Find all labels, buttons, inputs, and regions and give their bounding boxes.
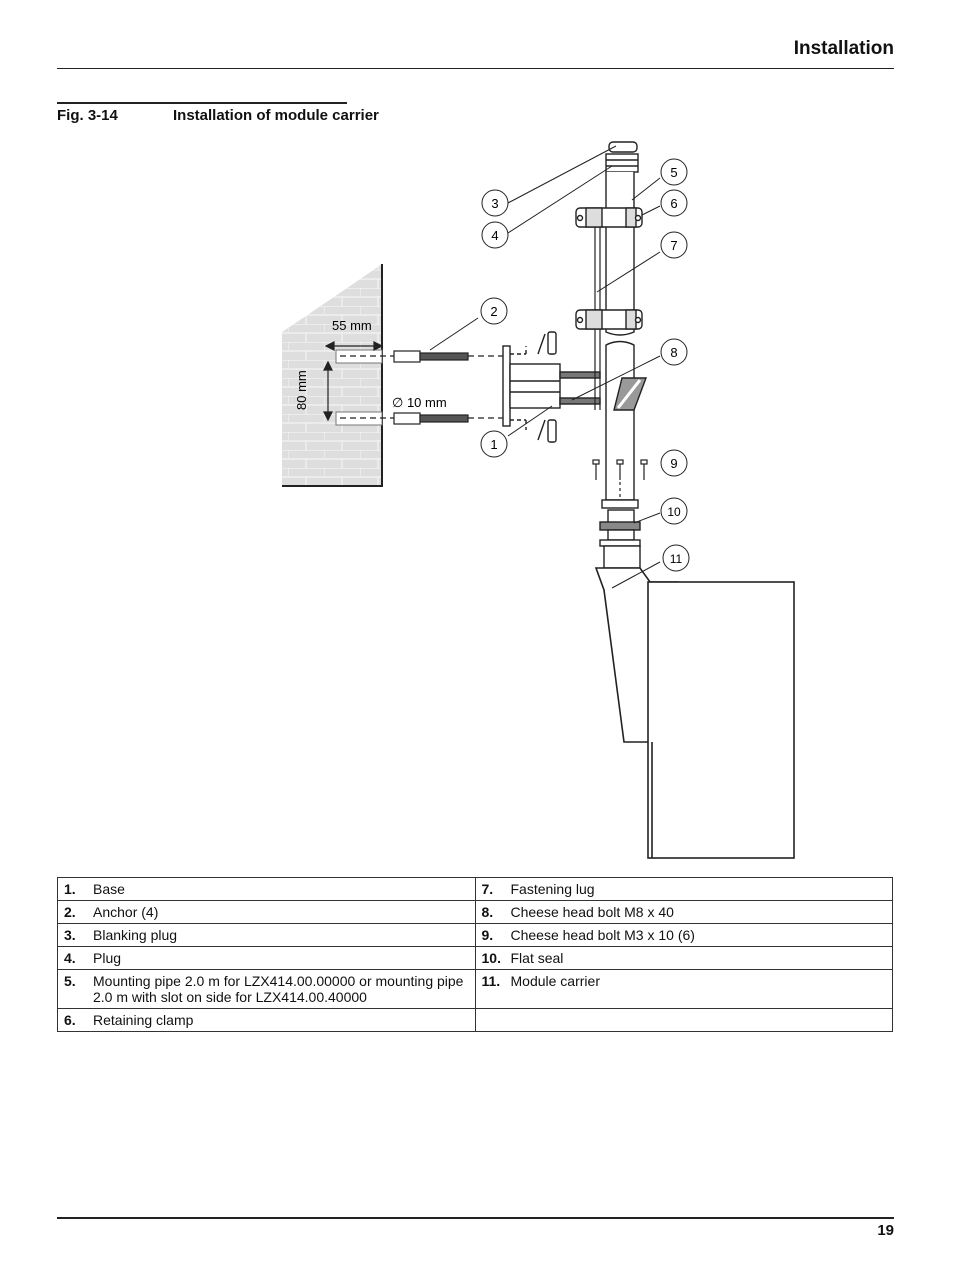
callout-10: 10 — [660, 497, 688, 525]
figure-caption: Fig. 3-14 Installation of module carrier — [57, 107, 379, 124]
table-cell: 11.Module carrier — [474, 969, 893, 1009]
callout-5: 5 — [660, 158, 688, 186]
svg-text:4: 4 — [491, 228, 498, 243]
table-cell: 3.Blanking plug — [57, 923, 476, 947]
module-carrier — [594, 567, 795, 859]
leader-lines — [429, 145, 661, 589]
callout-8: 8 — [660, 338, 688, 366]
page-number: 19 — [877, 1222, 894, 1239]
width-dimension-label: 55 mm — [332, 318, 372, 333]
svg-text:8: 8 — [670, 345, 677, 360]
table-cell: 2.Anchor (4) — [57, 900, 476, 924]
svg-text:11: 11 — [670, 552, 683, 566]
callout-3: 3 — [481, 189, 509, 217]
table-cell: 10.Flat seal — [474, 946, 893, 970]
table-cell — [474, 1008, 893, 1032]
svg-text:1: 1 — [490, 437, 497, 452]
callout-9: 9 — [660, 449, 688, 477]
wall — [282, 264, 383, 487]
table-cell: 6.Retaining clamp — [57, 1008, 476, 1032]
callout-7: 7 — [660, 231, 688, 259]
header-divider — [57, 68, 894, 69]
installation-diagram: 55 mm 80 mm ∅ 10 mm — [282, 141, 795, 859]
svg-text:9: 9 — [670, 456, 677, 471]
svg-text:2: 2 — [490, 304, 497, 319]
diameter-dimension-label: ∅ 10 mm — [392, 395, 447, 410]
retaining-clamps — [575, 207, 643, 330]
callout-2: 2 — [480, 297, 508, 325]
table-cell: 4.Plug — [57, 946, 476, 970]
svg-text:5: 5 — [670, 165, 677, 180]
table-row: 1.Base 7.Fastening lug — [57, 877, 893, 901]
table-cell: 5.Mounting pipe 2.0 m for LZX414.00.0000… — [57, 969, 476, 1009]
parts-legend-table: 1.Base 7.Fastening lug 2.Anchor (4) 8.Ch… — [57, 877, 893, 1032]
section-title: Installation — [793, 38, 894, 59]
table-cell: 1.Base — [57, 877, 476, 901]
flat-seal — [599, 499, 641, 569]
table-row: 6.Retaining clamp — [57, 1008, 893, 1032]
callout-4: 4 — [481, 221, 509, 249]
figure-number: Fig. 3-14 — [57, 107, 118, 124]
table-row: 5.Mounting pipe 2.0 m for LZX414.00.0000… — [57, 969, 893, 1009]
anchors — [340, 350, 505, 425]
table-row: 2.Anchor (4) 8.Cheese head bolt M8 x 40 — [57, 900, 893, 924]
table-cell: 9.Cheese head bolt M3 x 10 (6) — [474, 923, 893, 947]
figure-title: Installation of module carrier — [173, 107, 379, 124]
figure-caption-rule — [57, 102, 347, 104]
callout-1: 1 — [480, 430, 508, 458]
table-row: 3.Blanking plug 9.Cheese head bolt M3 x … — [57, 923, 893, 947]
base — [502, 331, 601, 443]
svg-text:6: 6 — [670, 196, 677, 211]
svg-text:10: 10 — [667, 505, 681, 519]
height-dimension-label: 80 mm — [294, 370, 309, 410]
svg-text:7: 7 — [670, 238, 677, 253]
dimension-lines — [323, 341, 384, 422]
table-cell: 7.Fastening lug — [474, 877, 893, 901]
table-row: 4.Plug 10.Flat seal — [57, 946, 893, 970]
footer-divider — [57, 1217, 894, 1219]
callout-6: 6 — [660, 189, 688, 217]
svg-text:3: 3 — [491, 196, 498, 211]
table-cell: 8.Cheese head bolt M8 x 40 — [474, 900, 893, 924]
callout-11: 11 — [662, 544, 690, 572]
